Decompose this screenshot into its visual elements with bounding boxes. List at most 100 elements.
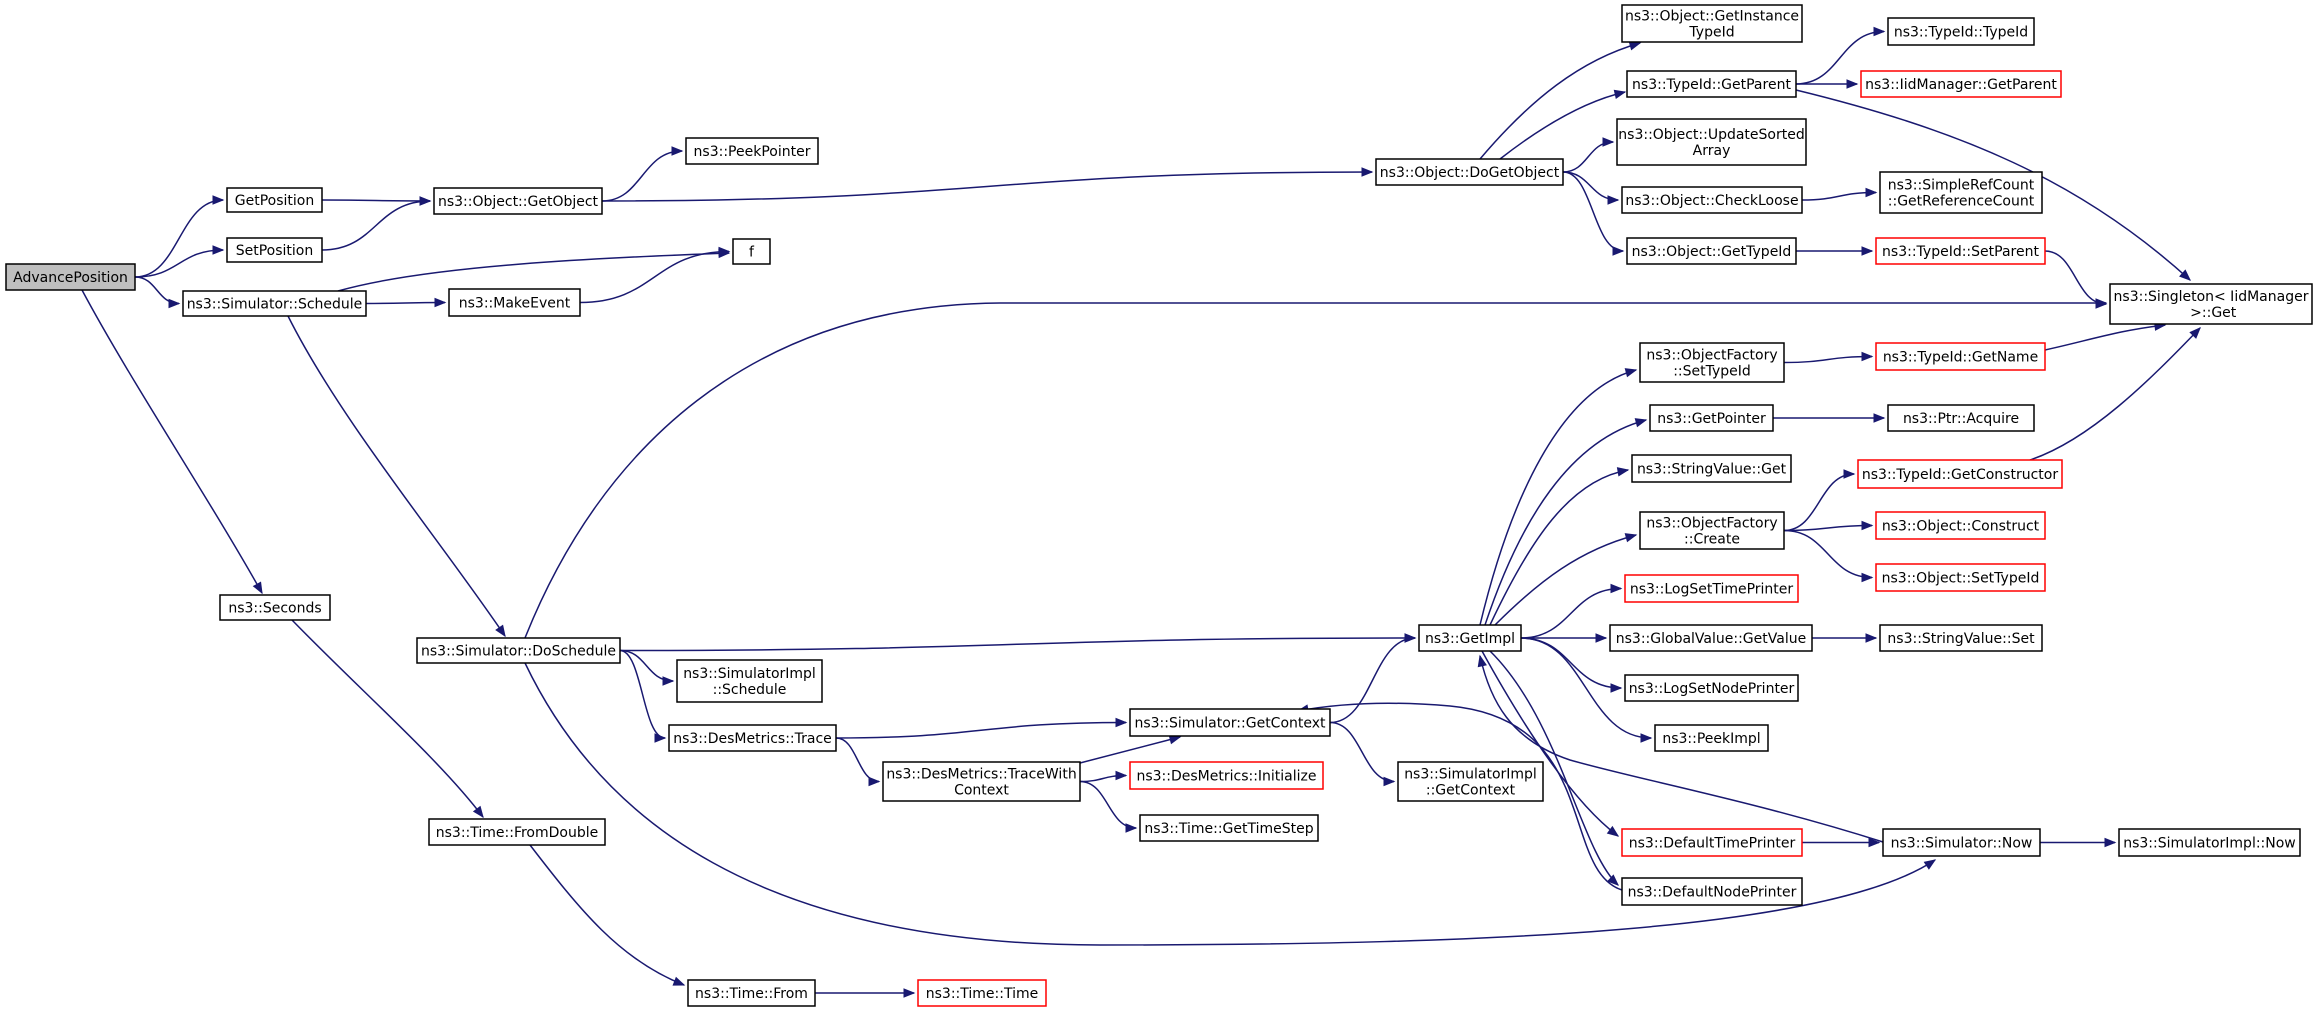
call-edge-arrowhead — [1612, 246, 1625, 256]
graph-node-dogetobject[interactable]: ns3::Object::DoGetObject — [1375, 158, 1564, 186]
call-edge-line — [287, 315, 506, 637]
call-edge-line — [1479, 42, 1641, 160]
call-edge-arrowhead — [1873, 413, 1886, 423]
graph-node-label: ns3::Object::GetInstance — [1625, 9, 1799, 25]
graph-node-implgetcontext[interactable]: ns3::SimulatorImpl::GetContext — [1397, 761, 1544, 802]
graph-node-box — [1616, 118, 1807, 166]
call-edge-arrowhead — [1628, 41, 1642, 51]
call-edge-arrowhead — [1873, 26, 1886, 37]
call-edge-arrowhead — [212, 195, 225, 205]
graph-node-makeevent[interactable]: ns3::MakeEvent — [448, 288, 581, 317]
call-edge-getimpl-to-factorysettypeid — [1479, 368, 1638, 626]
call-edge-arrowhead — [1616, 467, 1630, 477]
graph-node-getobject[interactable]: ns3::Object::GetObject — [433, 187, 603, 215]
call-edge-getimpl-to-peekimpl — [1520, 637, 1653, 743]
graph-node-label: ns3::GetPointer — [1657, 411, 1766, 427]
graph-node-iidgetparent[interactable]: ns3::IidManager::GetParent — [1860, 70, 2062, 98]
graph-node-box — [416, 637, 621, 664]
graph-node-timetime[interactable]: ns3::Time::Time — [917, 979, 1047, 1007]
graph-node-typeidsetparent[interactable]: ns3::TypeId::SetParent — [1875, 237, 2046, 265]
graph-node-seconds[interactable]: ns3::Seconds — [219, 594, 331, 621]
graph-node-globalvalueget[interactable]: ns3::GlobalValue::GetValue — [1609, 624, 1813, 652]
graph-node-stringvalueset[interactable]: ns3::StringValue::Set — [1879, 624, 2043, 652]
graph-node-desmetrics[interactable]: ns3::DesMetrics::Trace — [668, 724, 837, 752]
call-edge-line — [1783, 529, 1873, 579]
call-edge-line — [835, 737, 880, 783]
graph-node-ptracquire[interactable]: ns3::Ptr::Acquire — [1887, 404, 2035, 432]
graph-node-getconstructor[interactable]: ns3::TypeId::GetConstructor — [1857, 459, 2063, 489]
graph-node-getcontext[interactable]: ns3::Simulator::GetContext — [1129, 708, 1331, 737]
graph-node-objconstruct[interactable]: ns3::Object::Construct — [1875, 511, 2046, 540]
graph-node-defaulttimeprinter[interactable]: ns3::DefaultTimePrinter — [1621, 828, 1803, 857]
call-edge-line — [619, 637, 1416, 652]
graph-node-f[interactable]: f — [732, 238, 771, 265]
graph-node-simnow[interactable]: ns3::Simulator::Now — [1882, 828, 2041, 857]
graph-node-getrefcount[interactable]: ns3::SimpleRefCount::GetReferenceCount — [1879, 171, 2043, 214]
graph-node-box — [1857, 459, 2063, 489]
call-edge-arrowhead — [472, 805, 484, 819]
call-edge-arrowhead — [212, 245, 225, 255]
graph-node-objsettypeid[interactable]: ns3::Object::SetTypeId — [1875, 563, 2046, 592]
graph-node-box — [1649, 404, 1774, 432]
call-edge-arrowhead — [1361, 167, 1374, 177]
graph-node-typeidtypeid[interactable]: ns3::TypeId::TypeId — [1887, 17, 2035, 46]
graph-node-label: ns3::Seconds — [228, 601, 321, 617]
graph-node-implnow[interactable]: ns3::SimulatorImpl::Now — [2118, 828, 2301, 857]
graph-node-logsettimeprinter[interactable]: ns3::LogSetTimePrinter — [1624, 574, 1799, 603]
call-edge-arrowhead — [2189, 327, 2201, 339]
graph-node-factorycreate[interactable]: ns3::ObjectFactory::Create — [1639, 511, 1785, 550]
graph-node-typeidgetname[interactable]: ns3::TypeId::GetName — [1875, 342, 2046, 371]
graph-node-peekimpl[interactable]: ns3::PeekImpl — [1654, 724, 1769, 752]
graph-node-label: TypeId — [1688, 25, 1734, 41]
graph-node-peekpointer[interactable]: ns3::PeekPointer — [685, 137, 819, 165]
graph-node-box — [1397, 761, 1544, 802]
graph-node-getimpl[interactable]: ns3::GetImpl — [1418, 624, 1522, 652]
call-edge-arrowhead — [1868, 837, 1881, 848]
graph-node-getpos[interactable]: GetPosition — [226, 187, 323, 213]
graph-node-advance[interactable]: AdvancePosition — [5, 263, 136, 291]
call-edge-schedule-to-doschedule — [287, 315, 506, 638]
graph-node-setpos[interactable]: SetPosition — [226, 237, 323, 263]
graph-node-getpointer[interactable]: ns3::GetPointer — [1649, 404, 1774, 432]
graph-node-from[interactable]: ns3::Time::From — [687, 979, 816, 1007]
graph-node-box — [1860, 70, 2062, 98]
call-edge-line — [579, 250, 730, 304]
graph-node-box — [1882, 828, 2041, 857]
graph-node-box — [1875, 511, 2046, 540]
graph-node-fromdouble[interactable]: ns3::Time::FromDouble — [428, 818, 606, 846]
graph-node-singleton[interactable]: ns3::Singleton< IidManager >::Get — [2109, 283, 2313, 325]
graph-node-objgettypeid[interactable]: ns3::Object::GetTypeId — [1626, 237, 1797, 265]
graph-node-defaultnodeprinter[interactable]: ns3::DefaultNodePrinter — [1621, 877, 1803, 906]
call-edge-getcontext-to-implgetcontext — [1329, 721, 1396, 787]
graph-node-stringvalueget[interactable]: ns3::StringValue::Get — [1631, 454, 1792, 483]
graph-node-factorysettypeid[interactable]: ns3::ObjectFactory::SetTypeId — [1639, 342, 1785, 383]
graph-node-desinit[interactable]: ns3::DesMetrics::Initialize — [1129, 761, 1324, 790]
graph-node-logsetnodeprinter[interactable]: ns3::LogSetNodePrinter — [1624, 674, 1799, 702]
graph-node-label: ns3::TypeId::TypeId — [1894, 25, 2028, 41]
graph-node-box — [1129, 761, 1324, 790]
graph-node-implschedule[interactable]: ns3::SimulatorImpl::Schedule — [676, 659, 823, 703]
graph-node-label: >::Get — [2186, 305, 2237, 321]
graph-node-gettimestep[interactable]: ns3::Time::GetTimeStep — [1139, 814, 1319, 842]
graph-node-label: ns3::GlobalValue::GetValue — [1616, 631, 1806, 647]
call-edge-arrowhead — [1606, 825, 1620, 837]
call-edge-line — [1783, 473, 1855, 532]
call-edge-line — [365, 301, 446, 305]
graph-node-schedule[interactable]: ns3::Simulator::Schedule — [182, 290, 367, 317]
call-edge-arrowhead — [2179, 269, 2191, 281]
graph-node-label: ns3::DefaultNodePrinter — [1628, 885, 1797, 901]
graph-node-typeidgetparent[interactable]: ns3::TypeId::GetParent — [1626, 70, 1797, 98]
graph-node-doschedule[interactable]: ns3::Simulator::DoSchedule — [416, 637, 621, 664]
graph-node-label: ns3::Object::CheckLoose — [1625, 193, 1798, 209]
graph-node-box — [668, 724, 837, 752]
graph-node-label: ns3::PeekImpl — [1662, 731, 1760, 747]
call-edge-dogetobject-to-updatesorted — [1562, 137, 1615, 173]
call-edge-objgettypeid-to-typeidsetparent — [1796, 246, 1874, 256]
graph-node-box — [1621, 828, 1803, 857]
graph-node-checkloose[interactable]: ns3::Object::CheckLoose — [1621, 186, 1803, 214]
call-edge-arrowhead — [1861, 246, 1874, 256]
